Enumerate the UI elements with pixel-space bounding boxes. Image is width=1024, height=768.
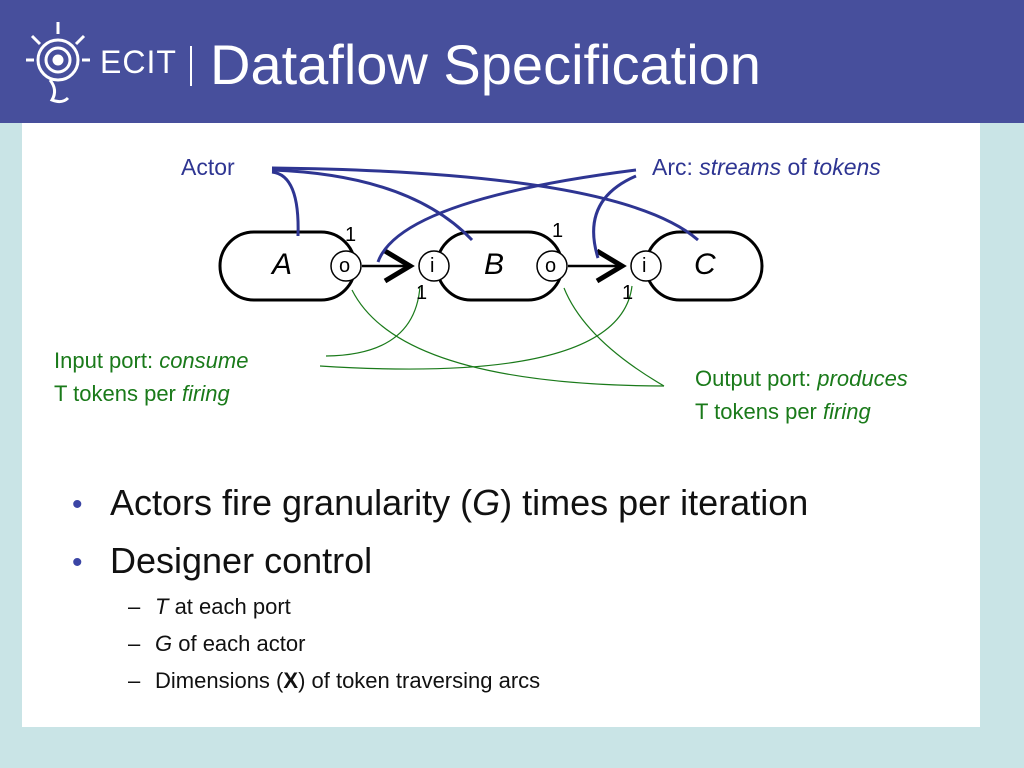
sub-bullet-em: G [155,631,173,656]
port-circle [630,250,662,282]
bullet-text: Actors fire granularity ( [110,482,473,523]
actor-pointer-b [271,168,474,242]
sub-bullet-dash: – [128,631,141,656]
input-pointer-c [319,285,633,370]
bullet-item: Actors fire granularity (G) times per it… [110,482,808,524]
sub-bullet-dash: – [128,594,141,619]
brand-name: ECIT [100,44,177,80]
slide-title: Dataflow Specification [210,33,761,96]
bullet-dot-icon: • [72,546,83,579]
content-panel [22,123,980,727]
bullet-em: G [472,482,501,523]
port-label-output: o [339,255,351,277]
rate-label: 1 [552,220,564,242]
port-label-output: o [545,255,557,277]
port-label-input: i [642,255,647,277]
ecit-logo-icon [26,22,90,104]
arc-label-streams: streams [699,154,782,180]
output-port-firing: firing [823,399,871,424]
slide-header: ECIT Dataflow Specification [0,0,1024,123]
arc-label-of: of [781,154,814,180]
input-port-annotation: Input port: consume T tokens per firing [54,344,248,410]
sub-bullet-text: at each port [168,594,291,619]
input-port-line2: T tokens per [54,381,182,406]
actor-name-c: C [694,248,716,281]
arc-label-prefix: Arc: [652,154,700,180]
actor-label: Actor [181,154,235,180]
input-pointer-b [325,285,421,357]
output-port-line1: Output port: [695,366,818,391]
port-circle [330,250,362,282]
port-circle [418,250,450,282]
sub-bullet-item: G of each actor [155,631,305,657]
sub-bullet-dash: – [128,668,141,693]
output-pointer-b [563,287,665,387]
port-circle [536,250,568,282]
sub-bullet-item: T at each port [155,594,291,620]
sub-bullet-text: ) of token traversing arcs [298,668,541,693]
arc-pointer-bc [592,174,637,259]
rate-label: 1 [416,282,428,304]
actor-name-a: A [272,248,293,281]
arc-label: Arc: streams of tokens [652,154,881,181]
rate-label: 1 [622,282,634,304]
sub-bullet-text: Dimensions ( [155,668,284,693]
output-port-produces: produces [817,366,908,391]
brand-separator [190,46,192,86]
rate-label: 1 [345,224,357,246]
actor-pointer-c [271,166,699,242]
sub-bullet-bold: X [283,668,299,693]
output-pointer-a [351,289,665,387]
bullet-text: ) times per iteration [500,482,809,523]
sub-bullet-text: of each actor [172,631,306,656]
actor-name-b: B [484,248,505,281]
sub-bullet-item: Dimensions (X) of token traversing arcs [155,668,540,694]
input-port-firing: firing [182,381,230,406]
arc-pointer-ab [376,168,637,263]
actor-pointer-a [271,170,300,237]
bullet-item: Designer control [110,540,373,581]
output-port-annotation: Output port: produces T tokens per firin… [695,362,908,428]
port-label-input: i [430,255,435,277]
output-port-line2: T tokens per [695,399,823,424]
bullet-dot-icon: • [72,488,83,521]
input-port-consume: consume [159,348,249,373]
input-port-line1: Input port: [54,348,160,373]
sub-bullet-em: T [155,594,169,619]
arc-label-tokens: tokens [813,154,881,180]
